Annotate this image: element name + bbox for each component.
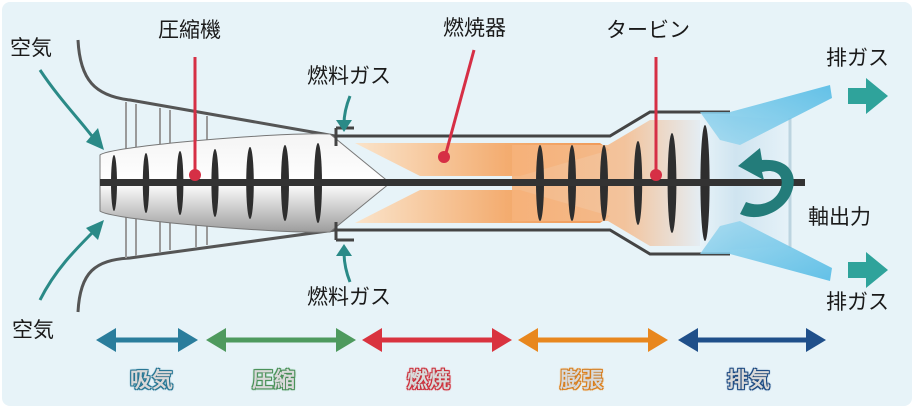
fuel-gas-label-bottom: 燃料ガス (307, 285, 391, 309)
exhaust-jet-bottom (700, 221, 832, 281)
intake-flow-arrows (38, 69, 97, 301)
turbine-pointer-dot (650, 169, 662, 181)
stage-arrows (96, 328, 826, 352)
intake-arrow-head-bottom (86, 220, 104, 240)
compressor-label: 圧縮機 (158, 18, 221, 42)
label-pointers (193, 49, 658, 172)
turbine-label: タービン (606, 18, 690, 42)
intake-top-wall (76, 39, 336, 138)
combustor-label: 燃焼器 (443, 16, 506, 40)
intake-arrow-head-top (86, 128, 104, 150)
fuel-arrow-head-top (336, 120, 352, 132)
stage-label-expansion: 膨張 (560, 368, 604, 392)
shaft-rotation-arrow (738, 148, 794, 218)
fuel-arrow-head-bottom (336, 244, 352, 256)
stage-label-combustion: 燃焼 (407, 368, 451, 392)
exhaust-label-top: 排ガス (826, 46, 889, 70)
combustor-casing (334, 110, 730, 256)
stage-arrow-compression (206, 328, 356, 352)
main-shaft (100, 179, 805, 186)
exhaust-arrow-bottom (848, 252, 888, 288)
stage-label-compression: 圧縮 (252, 368, 296, 392)
stage-arrow-combustion (362, 328, 512, 352)
combustor-pointer-dot (438, 151, 450, 163)
shaft-output-label: 軸出力 (808, 205, 871, 229)
compressor-pointer-dot (189, 169, 201, 181)
exhaust-label-bottom: 排ガス (826, 290, 889, 314)
stage-arrow-expansion (518, 328, 668, 352)
stage-arrow-intake (96, 328, 198, 352)
stage-arrow-exhaust (678, 328, 826, 352)
fuel-gas-label-top: 燃料ガス (307, 64, 391, 88)
stage-label-intake: 吸気 (130, 368, 174, 392)
stage-label-exhaust: 排気 (727, 368, 771, 392)
intake-bottom-wall (76, 228, 336, 313)
exhaust-arrow-top (848, 78, 888, 114)
air-label-top: 空気 (10, 36, 52, 60)
exhaust-jet-top (700, 85, 832, 145)
air-label-bottom: 空気 (12, 318, 54, 342)
